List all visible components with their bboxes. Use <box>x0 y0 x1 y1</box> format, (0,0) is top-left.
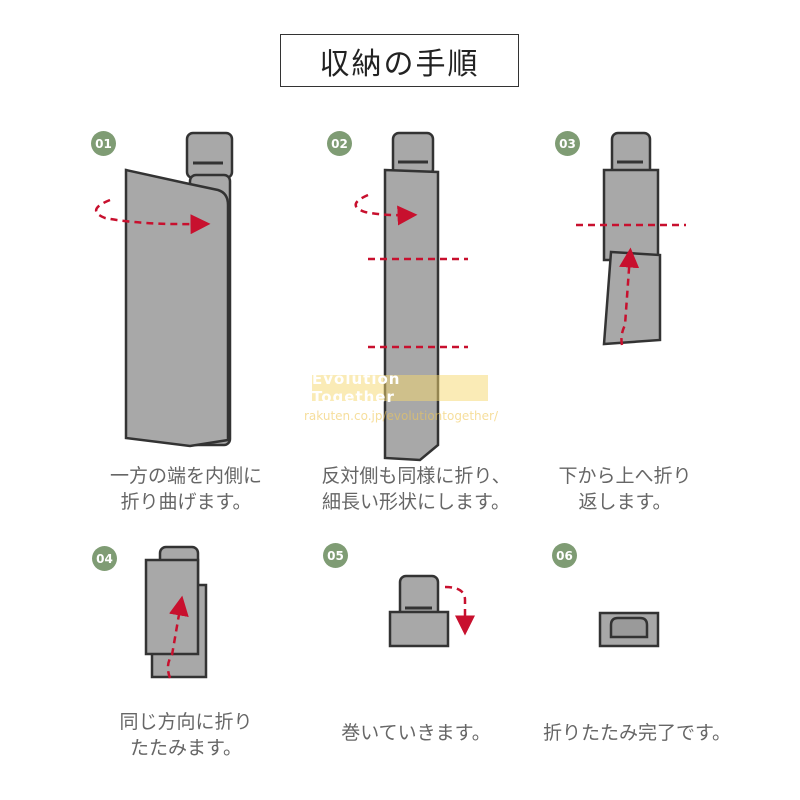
step-caption: 巻いていきます。 <box>286 720 546 746</box>
step-badge: 06 <box>552 543 577 568</box>
caption-line: 折りたたみ完了です。 <box>542 722 732 744</box>
caption-line: 巻いていきます。 <box>341 722 491 744</box>
fold-arrow-2 <box>354 193 418 226</box>
roll-arrow-5 <box>444 585 475 636</box>
caption-line: 下から上へ折り <box>558 465 692 487</box>
step-badge: 05 <box>323 543 348 568</box>
watermark-brand: Evolution Together <box>312 370 488 406</box>
caption-line: 反対側も同様に折り、 <box>321 465 511 487</box>
step-caption: 反対側も同様に折り、 細長い形状にします。 <box>286 463 546 515</box>
fold-arrow-1 <box>95 198 211 235</box>
step-caption: 一方の端を内側に 折り曲げます。 <box>56 463 316 515</box>
caption-line: 細長い形状にします。 <box>321 491 511 513</box>
step-badge: 02 <box>327 131 352 156</box>
step-badge: 04 <box>92 546 117 571</box>
step-caption: 下から上へ折り 返します。 <box>495 463 755 515</box>
caption-line: たたみます。 <box>129 737 243 759</box>
step-6-illustration <box>598 611 660 648</box>
step-caption: 同じ方向に折り たたみます。 <box>56 709 316 761</box>
fold-arrow-3 <box>619 247 640 346</box>
step-1-illustration <box>124 131 234 448</box>
step-caption: 折りたたみ完了です。 <box>507 720 767 746</box>
step-4-illustration <box>144 545 208 679</box>
fold-arrow-4 <box>166 595 189 679</box>
caption-line: 返します。 <box>578 491 672 513</box>
step-badge: 01 <box>91 131 116 156</box>
caption-line: 折り曲げます。 <box>120 491 252 513</box>
step-3-illustration <box>602 131 662 346</box>
step-badge: 03 <box>555 131 580 156</box>
caption-line: 一方の端を内側に <box>109 465 262 487</box>
step-5-illustration <box>388 574 450 648</box>
page-title: 収納の手順 <box>280 34 519 87</box>
caption-line: 同じ方向に折り <box>119 711 253 733</box>
watermark-url: rakuten.co.jp/evolutiontogether/ <box>304 409 498 423</box>
